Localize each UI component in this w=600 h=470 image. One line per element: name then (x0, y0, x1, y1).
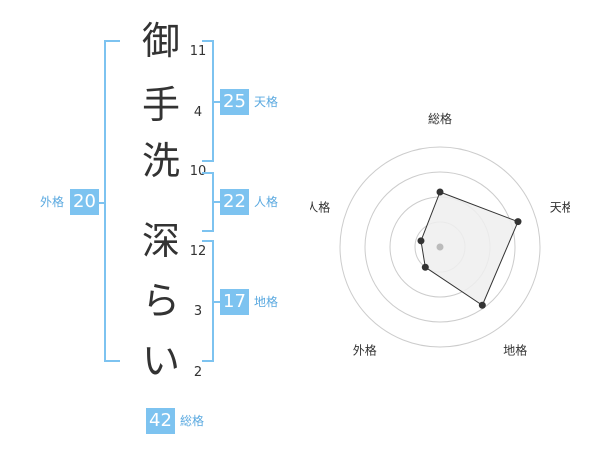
stroke-count-5: 3 (193, 304, 203, 319)
radar-ring-3 (364, 171, 516, 323)
name-char-4: 深 (141, 219, 180, 263)
radar-area (420, 191, 519, 306)
stroke-count-1: 11 (189, 44, 207, 59)
radar-point-5 (417, 237, 425, 245)
jinkaku-value-badge: 22 (220, 189, 249, 215)
chikaku-label: 地格 (254, 295, 279, 309)
tenkaku-value-badge: 25 (220, 89, 249, 115)
jinkaku-bracket-tick (212, 201, 220, 203)
radar-axis-label-3: 地格 (503, 343, 527, 358)
gaikaku-value-badge: 20 (70, 189, 99, 215)
stroke-count-2: 4 (193, 105, 203, 120)
radar-point-2 (514, 218, 522, 226)
soukaku-value-badge: 42 (146, 408, 175, 434)
radar-axis-label-5: 人格 (310, 199, 330, 214)
name-char-5: ら (141, 279, 180, 323)
stroke-count-4: 12 (189, 244, 207, 259)
jinkaku-label: 人格 (254, 195, 279, 209)
name-char-6: い (141, 339, 180, 383)
gaikaku-label: 外格 (40, 195, 65, 209)
radar-axis-label-1: 総格 (428, 111, 452, 126)
stroke-count-3: 10 (189, 164, 207, 179)
gaikaku-bracket-tick (98, 202, 106, 204)
radar-axis-label-2: 天格 (550, 199, 570, 214)
name-char-2: 手 (141, 83, 180, 127)
stroke-count-6: 2 (193, 365, 203, 380)
soukaku-label: 総格 (180, 414, 205, 428)
radar-center-dot (436, 243, 444, 251)
tenkaku-bracket-tick (212, 101, 220, 103)
chikaku-bracket-tick (212, 301, 220, 303)
gaikaku-bracket (104, 40, 120, 362)
name-char-3: 洗 (141, 139, 180, 183)
radar-point-4 (421, 263, 429, 271)
radar-axis-label-4: 外格 (353, 343, 377, 358)
tenkaku-label: 天格 (254, 95, 279, 109)
radar-point-1 (436, 188, 444, 196)
chikaku-value-badge: 17 (220, 289, 249, 315)
radar-ring-4 (339, 146, 541, 348)
radar-point-3 (478, 301, 486, 309)
name-char-1: 御 (141, 19, 180, 63)
